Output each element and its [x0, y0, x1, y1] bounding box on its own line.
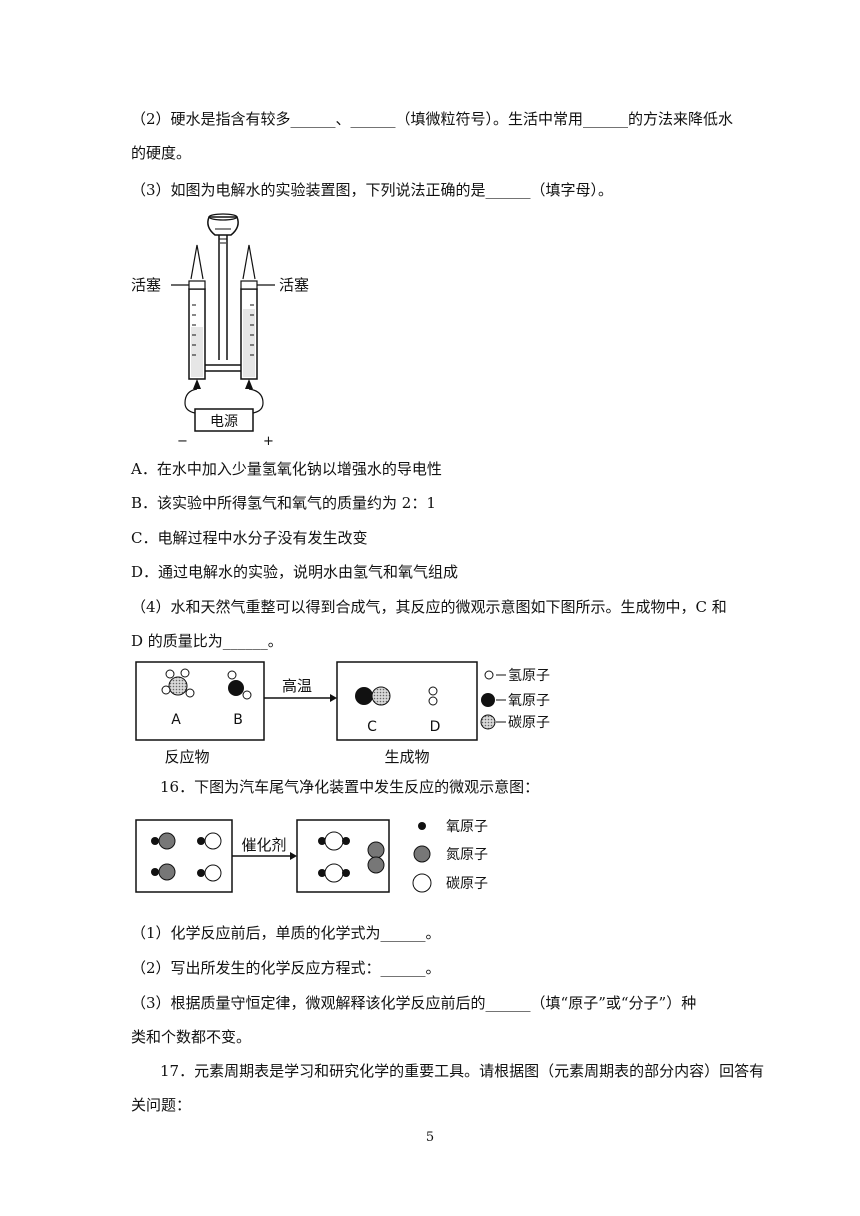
stopcock-right-label: 活塞 — [279, 276, 309, 294]
label-c: C — [367, 719, 377, 735]
q15-4-line2: D 的质量比为______。 — [131, 632, 283, 650]
q16-stem: 16．下图为汽车尾气净化装置中发生反应的微观示意图： — [160, 778, 540, 796]
plus-terminal-label: + — [263, 434, 274, 449]
label-b: B — [233, 712, 243, 728]
q16-sub3-line2: 类和个数都不变。 — [131, 1028, 252, 1046]
q17-line1: 17．元素周期表是学习和研究化学的重要工具。请根据图（元素周期表的部分内容）回答… — [160, 1062, 765, 1080]
legend-hydrogen: 氢原子 — [508, 668, 550, 684]
q15-4-line1: （4）水和天然气重整可以得到合成气，其反应的微观示意图如下图所示。生成物中，C … — [131, 598, 727, 616]
q16-sub3-line1: （3）根据质量守恒定律，微观解释该化学反应前后的______（填“原子”或“分子… — [131, 994, 697, 1012]
q15-3-option-d: D．通过电解水的实验，说明水由氢气和氧气组成 — [131, 563, 459, 581]
power-label: 电源 — [210, 414, 238, 430]
minus-terminal-label: − — [177, 434, 188, 449]
condition-label: 高温 — [282, 677, 312, 695]
electrolysis-apparatus-figure: 电源 − + 活塞 活塞 — [131, 213, 309, 449]
q16-sub1: （1）化学反应前后，单质的化学式为______。 — [131, 924, 441, 942]
reactants-label: 反应物 — [164, 748, 209, 766]
q17-line2: 关问题： — [131, 1096, 192, 1114]
legend-nitrogen: 氮原子 — [446, 847, 488, 863]
legend-carbon: 碳原子 — [508, 715, 550, 731]
q16-sub2: （2）写出所发生的化学反应方程式：______。 — [131, 959, 441, 977]
exhaust-reaction-figure: 催化剂 氧原子 氮原子 碳原子 — [135, 819, 488, 893]
label-d: D — [430, 719, 441, 735]
products-label: 生成物 — [384, 748, 429, 766]
q15-3-stem: （3）如图为电解水的实验装置图，下列说法正确的是______（填字母）。 — [131, 181, 614, 199]
legend-oxygen-2: 氧原子 — [446, 819, 488, 835]
stopcock-left-label: 活塞 — [131, 276, 161, 294]
q15-3-option-a: A．在水中加入少量氢氧化钠以增强水的导电性 — [131, 460, 442, 478]
q15-3-option-b: B．该实验中所得氢气和氧气的质量约为 2：1 — [131, 494, 436, 512]
q15-2-line1: （2）硬水是指含有较多______、______（填微粒符号）。生活中常用___… — [131, 110, 734, 128]
label-a: A — [171, 712, 181, 728]
q15-2-line2: 的硬度。 — [131, 144, 192, 162]
q15-3-option-c: C．电解过程中水分子没有发生改变 — [131, 529, 368, 547]
page-number: 5 — [425, 1130, 435, 1145]
catalyst-label: 催化剂 — [241, 836, 286, 854]
legend-oxygen: 氧原子 — [508, 693, 550, 709]
legend-carbon-2: 碳原子 — [446, 876, 488, 892]
reforming-reaction-figure: A B 反应物 高温 C D 生成物 氢原子 氧原子 碳原子 — [135, 661, 550, 766]
